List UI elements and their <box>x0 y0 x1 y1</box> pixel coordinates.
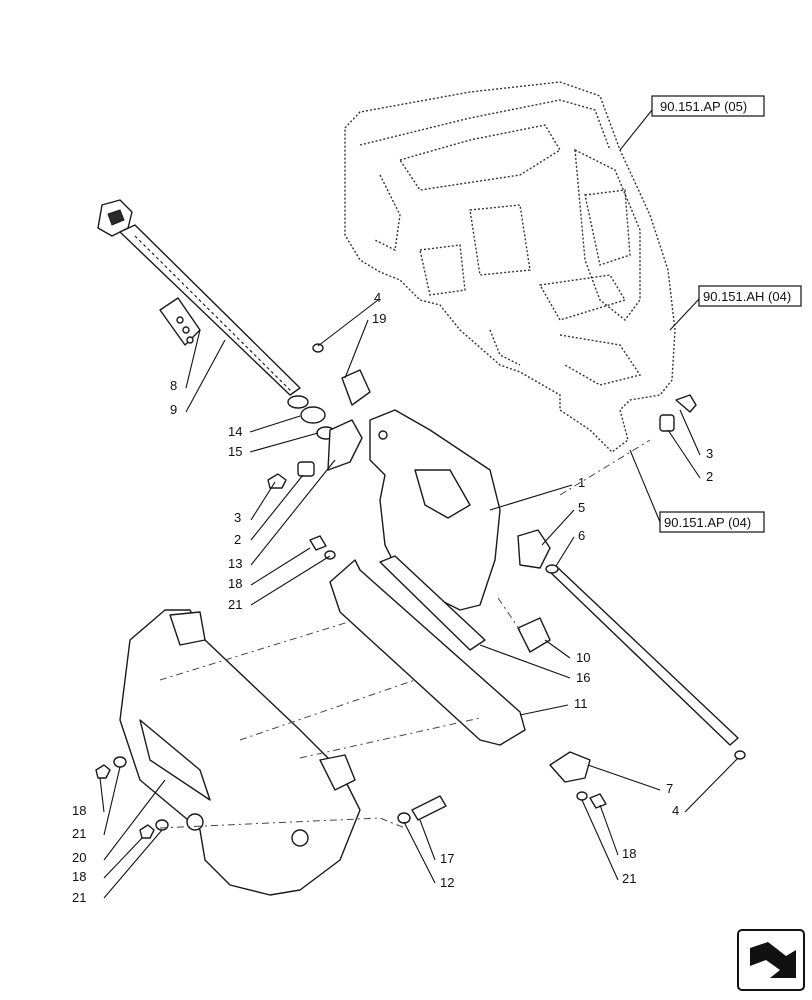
screw-18-lower <box>139 824 155 839</box>
callout-13: 13 <box>228 556 242 571</box>
callout-4-bottom: 4 <box>672 803 679 818</box>
callout-14: 14 <box>228 424 242 439</box>
screw-3-right <box>675 394 697 413</box>
console-assembly-ghost <box>344 81 676 453</box>
callout-15: 15 <box>228 444 242 459</box>
callout-2-left: 2 <box>234 532 241 547</box>
callout-16: 16 <box>576 670 590 685</box>
screw-3-left <box>267 473 287 489</box>
reference-text-1: 90.151.AP (05) <box>660 99 747 114</box>
callout-3-left: 3 <box>234 510 241 525</box>
callout-2-right: 2 <box>706 469 713 484</box>
washer-12 <box>397 812 411 824</box>
centre-lines <box>159 439 651 829</box>
tube-clip <box>159 297 201 346</box>
reference-text-3: 90.151.AP (04) <box>664 515 751 530</box>
callout-1: 1 <box>578 475 585 490</box>
bushing-10 <box>517 617 551 653</box>
callout-20: 20 <box>72 850 86 865</box>
callout-11: 11 <box>574 696 588 711</box>
callout-18-right: 18 <box>622 846 636 861</box>
reference-box-3[interactable]: 90.151.AP (04) <box>659 511 765 533</box>
next-page-arrow-icon[interactable] <box>737 929 805 991</box>
bolt-17 <box>411 795 447 821</box>
bracket-19 <box>341 369 371 406</box>
screw-18-left <box>95 764 111 779</box>
callout-6: 6 <box>578 528 585 543</box>
callout-9: 9 <box>170 402 177 417</box>
o-ring-14 <box>300 406 326 424</box>
callout-18-lower: 18 <box>72 869 86 884</box>
spacer-2-right <box>659 414 675 432</box>
callout-19: 19 <box>372 311 386 326</box>
reference-box-1[interactable]: 90.151.AP (05) <box>651 95 765 117</box>
rail-16 <box>379 555 486 651</box>
callout-21-mid: 21 <box>228 597 242 612</box>
base-bracket-20 <box>119 609 361 896</box>
callout-18-mid: 18 <box>228 576 242 591</box>
callout-21-lower: 21 <box>72 890 86 905</box>
reference-text-2: 90.151.AH (04) <box>703 289 791 304</box>
bracket-13 <box>327 419 363 471</box>
main-housing <box>369 409 501 611</box>
callout-18-left: 18 <box>72 803 86 818</box>
callout-10: 10 <box>576 650 590 665</box>
washer-21-left <box>113 756 127 768</box>
callout-12: 12 <box>440 875 454 890</box>
callout-labels: 4 19 8 9 14 15 3 2 13 18 21 3 2 1 5 6 10… <box>72 290 713 905</box>
callout-21-right: 21 <box>622 871 636 886</box>
callout-17: 17 <box>440 851 454 866</box>
reference-box-2[interactable]: 90.151.AH (04) <box>698 285 802 307</box>
washer-21-lower <box>155 819 169 831</box>
retaining-ring-4-bottom <box>734 750 746 760</box>
callout-7: 7 <box>666 781 673 796</box>
callout-21-left: 21 <box>72 826 86 841</box>
screw-18-mid <box>309 535 327 551</box>
callout-3-right: 3 <box>706 446 713 461</box>
bushing-5 <box>517 529 551 569</box>
mounting-plate-11 <box>329 559 526 746</box>
clip-7 <box>549 751 591 783</box>
leader-lines <box>99 109 739 899</box>
callout-4-top: 4 <box>374 290 381 305</box>
callout-8: 8 <box>170 378 177 393</box>
retaining-ring-4-top <box>312 343 324 353</box>
spacer-2-left <box>297 461 315 477</box>
screw-18-right <box>589 793 607 809</box>
callout-5: 5 <box>578 500 585 515</box>
washer-21-right <box>576 791 588 801</box>
corrugated-tube <box>97 199 309 409</box>
